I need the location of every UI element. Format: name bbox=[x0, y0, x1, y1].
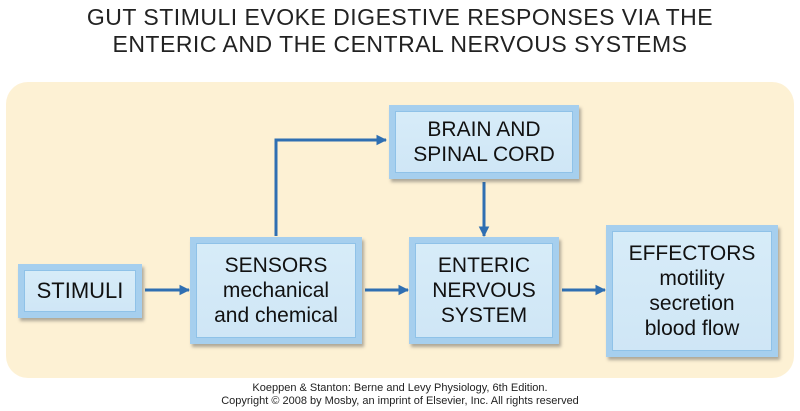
credit-line-1: Koeppen & Stanton: Berne and Levy Physio… bbox=[252, 382, 548, 394]
effectors-detail-2: secretion bbox=[649, 292, 735, 315]
credit-line-2: Copyright © 2008 by Mosby, an imprint of… bbox=[221, 395, 579, 407]
enteric-nervous-system-box: ENTERIC NERVOUS SYSTEM bbox=[409, 237, 559, 344]
sensors-detail-2: and chemical bbox=[214, 304, 338, 327]
brain-spinal-cord-box: BRAIN AND SPINAL CORD bbox=[389, 105, 579, 179]
sensors-detail-1: mechanical bbox=[222, 279, 330, 302]
sensors-box: SENSORS mechanical and chemical bbox=[190, 237, 362, 344]
title-line-2: ENTERIC AND THE CENTRAL NERVOUS SYSTEMS bbox=[112, 31, 688, 57]
title-line-1: GUT STIMULI EVOKE DIGESTIVE RESPONSES VI… bbox=[86, 4, 714, 30]
copyright-credit: Koeppen & Stanton: Berne and Levy Physio… bbox=[0, 382, 800, 408]
enteric-label-3: SYSTEM bbox=[440, 304, 528, 327]
effectors-box: EFFECTORS motility secretion blood flow bbox=[606, 225, 778, 357]
effectors-label: EFFECTORS bbox=[628, 242, 756, 265]
effectors-detail-3: blood flow bbox=[644, 317, 740, 340]
effectors-detail-1: motility bbox=[659, 267, 725, 290]
stimuli-box: STIMULI bbox=[18, 264, 142, 318]
stimuli-label: STIMULI bbox=[36, 278, 124, 303]
arrow-sensors-to-brain bbox=[274, 134, 388, 236]
diagram-title: GUT STIMULI EVOKE DIGESTIVE RESPONSES VI… bbox=[0, 4, 800, 58]
enteric-label-1: ENTERIC bbox=[437, 254, 531, 277]
brain-label-1: BRAIN AND bbox=[427, 118, 541, 141]
enteric-label-2: NERVOUS bbox=[432, 279, 536, 302]
sensors-label: SENSORS bbox=[224, 254, 328, 277]
brain-label-2: SPINAL CORD bbox=[413, 143, 555, 166]
